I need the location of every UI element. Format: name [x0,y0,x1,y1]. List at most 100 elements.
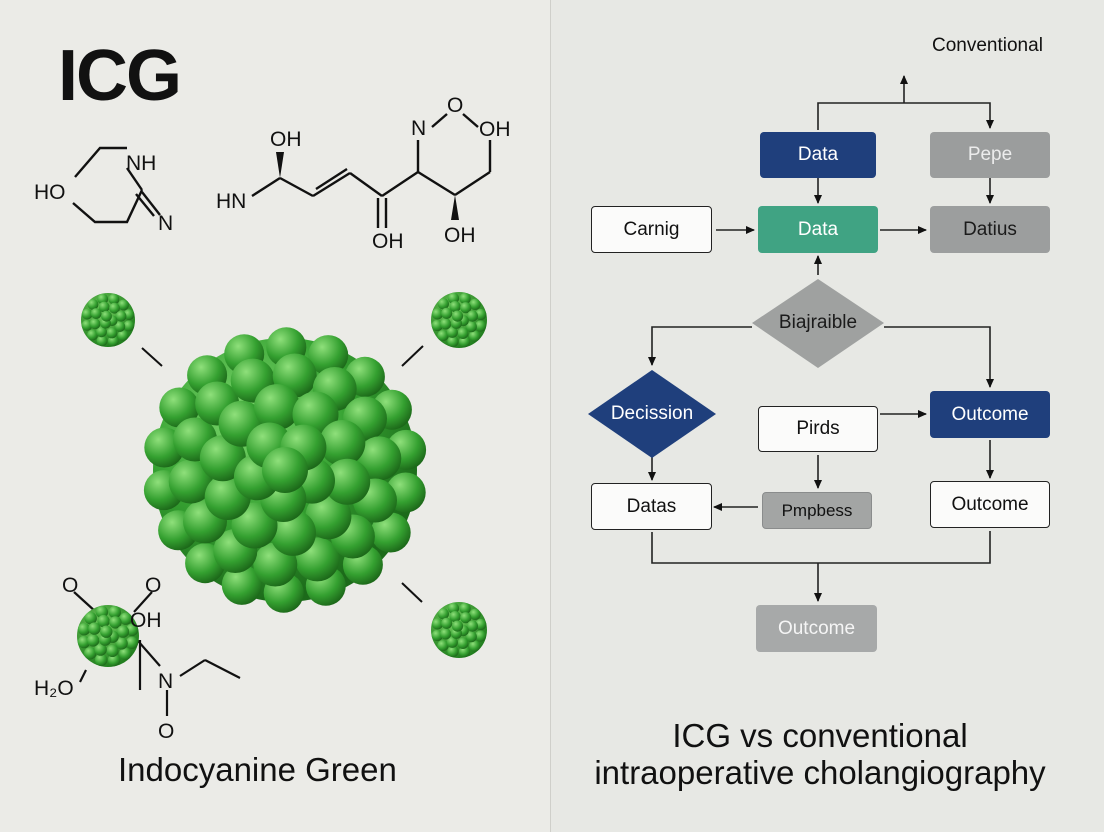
small-particle-bead [441,617,453,629]
small-particle-bead [108,605,122,619]
small-particle-bead [437,608,449,620]
small-particle-bead [106,644,119,658]
small-particle-bead [96,335,108,347]
small-particle-bead [431,618,444,630]
small-particle-bottom-right [431,602,487,658]
right-caption: ICG vs conventional intraoperative chola… [555,717,1085,792]
node-datius: Datius [930,206,1050,253]
particle-bead [221,564,262,605]
small-particle-bead [474,630,487,642]
small-particle-bead [474,320,487,332]
small-particle-bead [457,637,469,650]
icg-title: ICG [58,36,182,116]
node-datas: Datas [591,483,712,530]
small-particle-top-right [431,292,487,348]
small-particle-bead [447,292,460,304]
small-particle-bead [437,640,449,652]
node-outcome-bottom: Outcome [756,605,877,652]
particle-bead [262,447,308,493]
small-particle-bead [460,612,472,624]
small-particle-bead [84,647,97,660]
chem-label-hn: HN [216,190,246,213]
small-particle-bead [451,310,464,322]
small-particle-bead [458,646,471,658]
small-particle-bead [88,622,101,635]
small-particle-bead [116,625,130,638]
small-particle-bead [440,628,452,640]
small-particle-bead [437,298,449,310]
small-particle-bead [449,301,461,313]
right-caption-line1: ICG vs conventional [672,717,968,754]
particle-bead [305,493,352,540]
small-particle-bead [440,318,452,330]
small-particle-bead [451,620,464,632]
small-particle-bead [90,308,102,319]
small-particle-bead [475,308,487,321]
small-particle-bead [106,327,118,339]
diamond-decission-shape [588,370,716,458]
small-particle-bead [89,318,101,330]
particle-bead [319,420,366,466]
node-outcome-blue: Outcome [930,391,1050,438]
small-particle-bead [460,302,472,314]
small-particle-bead [118,299,129,311]
small-particle-bead [77,623,91,636]
chem-label-o-bl-1: O [62,574,78,597]
small-particle-bead [119,612,132,625]
small-particle-bead [441,307,453,319]
chem-label-o-bl-2: O [145,574,161,597]
node-outcome-white: Outcome [930,481,1050,528]
small-particle-bead [109,616,122,629]
small-particle-bead [114,321,126,332]
small-particle-bead [109,302,120,314]
chem-label-oh-right-bottom: OH [444,224,476,247]
small-particle-bead [431,319,443,332]
small-particle-bead [466,620,478,632]
small-particle-bead [459,292,471,305]
small-particle-bead [125,636,139,649]
small-particle-bead [465,631,477,643]
node-pirds: Pirds [758,406,878,452]
small-particle-bead [458,336,471,348]
small-particle-bead [447,645,459,658]
small-particle-bead [95,653,108,667]
particle-bead [159,387,200,428]
particle-bead [199,435,246,482]
chem-label-h2o: H₂O [34,677,74,700]
small-particle-bead [475,618,487,631]
node-pepe: Pepe [930,132,1050,178]
small-particle-bead [431,308,444,320]
small-particle-bead [97,614,110,628]
particle-bead [357,436,402,481]
small-particle-bead [469,330,481,342]
small-particle-bead [115,310,127,322]
diamond-biajrable-shape [752,279,884,368]
right-caption-line2: intraoperative cholangiography [594,753,1046,791]
chain-structure [251,113,492,228]
small-particle-bead [469,640,481,652]
chem-label-n-top: N [411,117,426,140]
node-pmpbess: Pmpbess [762,492,872,529]
small-particle-bead [446,636,458,648]
small-particle-bead [115,637,128,650]
left-caption: Indocyanine Green [118,751,397,788]
small-particle-bead [117,330,129,341]
small-particle-bead [123,320,135,332]
small-particle-bead [466,310,478,322]
small-particle-bead [100,625,113,638]
small-particle-bead [81,308,93,320]
small-particle-bead [465,321,477,333]
small-particle-top-left [81,293,135,347]
small-particle-bead [108,293,120,305]
node-decission: Decission [610,403,694,424]
small-particle-bead [457,327,469,339]
ring-structure [72,146,161,224]
particle-connectors [141,345,424,603]
small-particle-bead [447,335,459,348]
small-particle-bead [447,602,460,614]
small-particle-bottom-left [77,605,139,667]
small-particle-bead [101,310,112,322]
node-biajrable: Biajraible [778,312,858,333]
chem-label-ho: HO [34,181,66,204]
